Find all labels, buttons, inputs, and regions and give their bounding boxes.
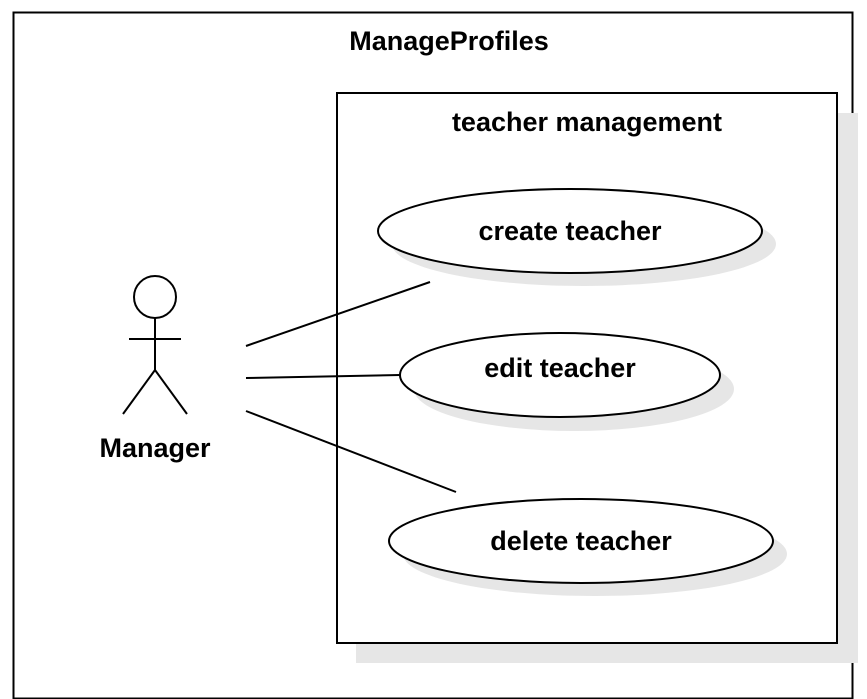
association-create-teacher [245,281,431,347]
use-case-delete-teacher-label: delete teacher [490,526,672,556]
use-case-create-teacher-label: create teacher [478,216,662,246]
actor-manager-label: Manager [99,433,211,463]
outer-frame-title: ManageProfiles [349,26,549,56]
use-case-delete-teacher [388,498,774,584]
actor-manager-icon [122,275,188,415]
system-boundary-title: teacher management [452,107,722,137]
association-edit-teacher [245,374,401,379]
association-delete-teacher [245,410,457,493]
use-case-edit-teacher-label: edit teacher [484,353,636,383]
use-case-create-teacher [377,188,763,274]
